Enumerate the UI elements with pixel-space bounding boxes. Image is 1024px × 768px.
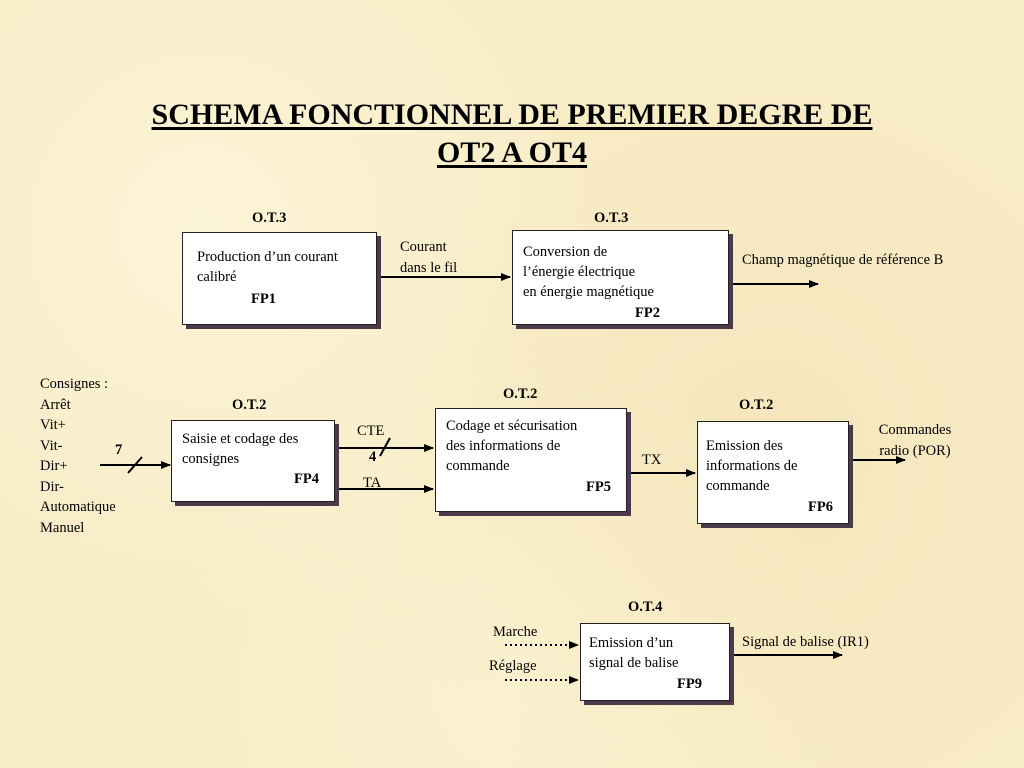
label-cte: CTE [357, 423, 385, 439]
consigne-arret: Arrêt [40, 396, 71, 413]
fp4-code: FP4 [294, 471, 319, 487]
ot-label-fp4: O.T.2 [232, 397, 267, 413]
block-fp2: Conversion de l’énergie électrique en én… [512, 230, 729, 325]
bus-count-4: 4 [369, 449, 377, 465]
fp2-line-3: en énergie magnétique [523, 284, 654, 300]
block-fp5: Codage et sécurisation des informations … [435, 408, 627, 512]
bus-count-7: 7 [115, 442, 123, 458]
fp9-line-1: Emission d’un [589, 635, 674, 651]
consigne-automatique: Automatique [40, 499, 116, 515]
bus-slash-4 [379, 437, 391, 457]
page-title: SCHEMA FONCTIONNEL DE PREMIER DEGRE DE O… [0, 96, 1024, 172]
block-fp6: Emission des informations de commande FP… [697, 421, 849, 524]
title-line-2: OT2 A OT4 [436, 136, 588, 169]
fp1-line-2: calibré [197, 269, 237, 285]
label-tx: TX [642, 452, 662, 468]
fp9-code: FP9 [677, 676, 702, 692]
consignes-title: Consignes : [40, 376, 109, 392]
fp6-code: FP6 [808, 499, 833, 515]
fp1-code: FP1 [251, 291, 276, 307]
fp5-line-1: Codage et sécurisation [446, 418, 578, 434]
consignes-list: Consignes : Arrêt Vit+ Vit- Dir+ Dir- Au… [40, 374, 116, 538]
label-commandes-line-1: Commandes [878, 422, 952, 438]
label-champ: Champ magnétique de référence B [742, 252, 944, 268]
label-reglage: Réglage [489, 658, 537, 674]
fp5-code: FP5 [586, 479, 611, 495]
consigne-dir-minus: Dir- [40, 478, 64, 495]
label-marche: Marche [493, 624, 538, 640]
bus-slash-7 [127, 456, 143, 474]
fp9-line-2: signal de balise [589, 655, 679, 671]
fp2-line-1: Conversion de [523, 244, 608, 260]
label-ta: TA [363, 475, 382, 491]
consigne-vit-minus: Vit- [40, 437, 63, 454]
label-balise: Signal de balise (IR1) [742, 634, 869, 650]
fp6-line-3: commande [706, 478, 770, 494]
fp4-line-1: Saisie et codage des [182, 431, 299, 447]
fp4-line-2: consignes [182, 451, 240, 467]
fp5-line-3: commande [446, 458, 510, 474]
fp6-line-1: Emission des [706, 438, 783, 454]
label-courant-line-1: Courant [400, 239, 447, 255]
ot-label-fp6: O.T.2 [739, 397, 774, 413]
ot-label-fp5: O.T.2 [503, 386, 538, 402]
label-courant: Courant dans le fil [400, 237, 457, 278]
title-line-1: SCHEMA FONCTIONNEL DE PREMIER DEGRE DE [151, 98, 873, 131]
consigne-vit-plus: Vit+ [40, 417, 66, 433]
ot-label-fp1: O.T.3 [252, 210, 287, 226]
block-fp9: Emission d’un signal de balise FP9 [580, 623, 730, 701]
consigne-dir-plus: Dir+ [40, 458, 68, 474]
fp2-line-2: l’énergie électrique [523, 264, 636, 280]
fp6-line-2: informations de [706, 458, 798, 474]
fp1-line-1: Production d’un courant [197, 249, 338, 265]
consigne-manuel: Manuel [40, 519, 85, 536]
block-fp4: Saisie et codage des consignes FP4 [171, 420, 335, 502]
block-fp1: Production d’un courant calibré FP1 [182, 232, 377, 325]
fp5-line-2: des informations de [446, 438, 561, 454]
ot-label-fp2: O.T.3 [594, 210, 629, 226]
label-commandes-line-2: radio (POR) [879, 442, 951, 459]
ot-label-fp9: O.T.4 [628, 599, 663, 615]
fp2-code: FP2 [635, 305, 660, 321]
label-commandes: Commandes radio (POR) [870, 420, 960, 461]
label-courant-line-2: dans le fil [400, 259, 458, 276]
